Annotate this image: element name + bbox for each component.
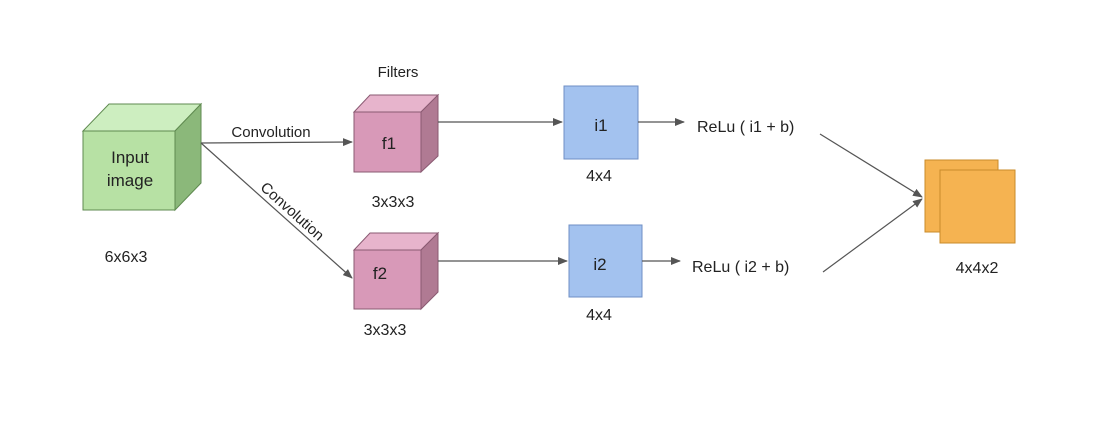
filters-title: Filters [378,64,419,81]
i2-dims-label: 4x4 [586,307,612,324]
relu2-to-output-arrow [822,198,923,273]
i2-label: i2 [593,255,606,274]
convolution-label-bottom: Convolution [257,179,327,244]
feature-map-i2 [568,224,643,298]
feature-map-i1 [563,85,639,160]
f1-label: f1 [382,134,396,153]
output-dims-label: 4x4x2 [956,260,999,277]
output-map-front [939,169,1016,244]
filter-f1-cube: f1 [352,93,440,174]
convolution-arrow-top [200,138,353,147]
input-dims-label: 6x6x3 [105,249,148,266]
f2-cube-front [353,249,422,310]
input-cube-front [82,130,176,211]
relu1-label: ReLu ( i1 + b) [697,119,794,136]
f2-label: f2 [373,264,387,283]
f1-cube-front [353,111,422,173]
i1-dims-label: 4x4 [586,168,612,185]
output-feature-maps [924,159,1016,244]
input-image-cube: Input image [81,102,203,212]
i1-label: i1 [594,116,607,135]
filter-f2-cube: f2 [352,231,440,311]
convolution-label-top: Convolution [231,124,310,141]
convolution-arrow-bottom [200,142,353,279]
f2-dims-label: 3x3x3 [364,322,407,339]
relu1-to-output-arrow [819,133,923,198]
relu2-label: ReLu ( i2 + b) [692,259,789,276]
input-label-line2: image [107,171,153,190]
input-label-line1: Input [111,148,149,167]
f1-dims-label: 3x3x3 [372,194,415,211]
